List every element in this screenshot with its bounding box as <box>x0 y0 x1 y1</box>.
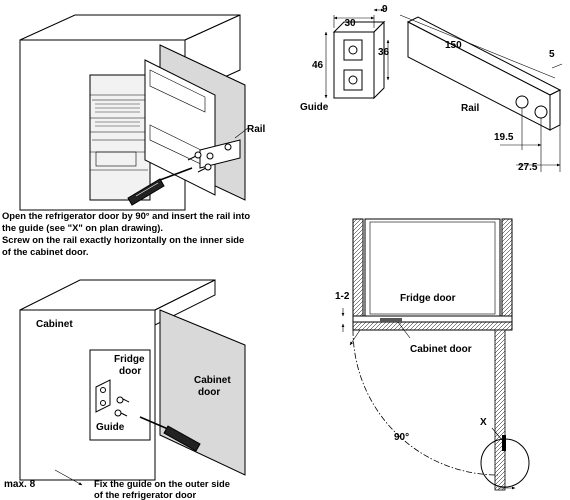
fig1-caption-line: Screw on the rail exactly horizontally o… <box>2 234 244 245</box>
fig1-caption-line: of the cabinet door. <box>2 246 88 257</box>
rail-hole-a-dim: 19.5 <box>494 132 514 143</box>
fridge-shelves <box>90 94 150 171</box>
rail-part <box>199 139 241 169</box>
guide-height-dim: 46 <box>312 60 324 71</box>
rail-label: Rail <box>461 103 480 114</box>
cabinet-door-label: Cabinet <box>194 375 231 386</box>
guide-depth-dim: 9 <box>382 4 388 15</box>
guide-label: Guide <box>96 422 125 433</box>
guide-dimension-drawing: 30 9 46 36 Guide <box>300 4 390 113</box>
fig3-caption-line: of the refrigerator door <box>94 489 196 500</box>
fig3-caption: Fix the guide on the outer side of the r… <box>94 478 230 500</box>
fridge-open-illustration: Rail <box>19 14 266 211</box>
gap-dim-label: 1-2 <box>335 291 350 302</box>
rail-length-dim: 150 <box>445 40 462 51</box>
screwdriver-icon <box>139 416 201 452</box>
guide-label: Guide <box>300 102 329 113</box>
fridge-door-label: door <box>119 366 141 377</box>
screw-icon <box>114 396 130 417</box>
plan-drawing: 1-2 X Fridge door Cabinet door 90° <box>335 218 530 491</box>
screw-icon <box>187 151 212 173</box>
fig1-rail-label: Rail <box>247 124 266 135</box>
fig3-caption-line: Fix the guide on the outer side <box>94 478 230 489</box>
guide-width-dim: 30 <box>344 18 356 29</box>
detail-x-label: X <box>480 417 487 428</box>
plan-cabinet-door-label: Cabinet door <box>410 344 472 355</box>
fig1-caption-line: the guide (see "X" on plan drawing). <box>2 222 163 233</box>
fig1-caption-line: Open the refrigerator door by 90° and in… <box>2 210 250 221</box>
guide-inner-dim: 36 <box>378 47 390 58</box>
rail-dimension-drawing: 150 5 19.5 27.5 Rail <box>399 14 563 173</box>
guide-part <box>95 379 111 413</box>
angle-label: 90° <box>394 432 409 443</box>
cabinet-door-label: door <box>198 387 220 398</box>
cabinet-label: Cabinet <box>36 319 73 330</box>
rail-thickness-dim: 5 <box>549 49 555 60</box>
max-label: max. 8 <box>4 479 36 490</box>
fig1-caption: Open the refrigerator door by 90° and in… <box>2 210 250 257</box>
fridge-guide-illustration: max. 8 Cabinet Fridge door Cabinet door … <box>4 279 246 490</box>
fridge-door-label: Fridge <box>114 354 145 365</box>
rail-hole-b-dim: 27.5 <box>518 162 538 173</box>
screwdriver-icon <box>127 167 193 206</box>
plan-fridge-door-label: Fridge door <box>400 293 456 304</box>
